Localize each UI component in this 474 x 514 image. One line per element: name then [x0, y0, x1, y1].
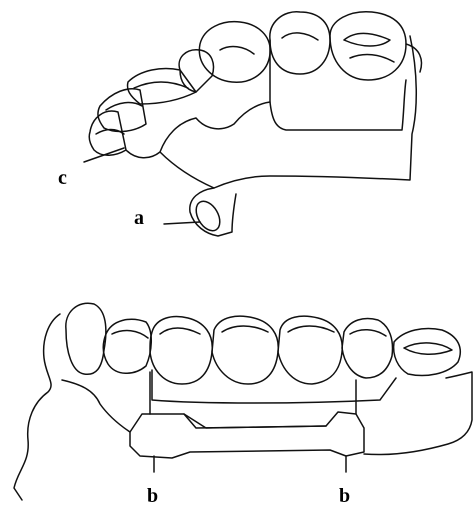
upper-gingival-scallops — [126, 102, 270, 158]
lower-connector-plate — [184, 414, 326, 428]
upper-incisor-2-edge — [106, 103, 142, 110]
lower-view — [14, 303, 472, 500]
label-b-right: b — [339, 486, 350, 506]
upper-molar-1 — [270, 12, 330, 74]
label-a: a — [134, 208, 144, 228]
lower-premolar-1-occ — [112, 331, 148, 338]
upper-incisor-1-edge — [134, 82, 188, 88]
lower-molar-2-occ — [222, 326, 268, 332]
lower-molar-4-occ — [350, 330, 386, 336]
lower-molar-3-occ — [288, 326, 334, 332]
lower-molar-1-occ — [160, 328, 200, 334]
label-c: c — [58, 168, 67, 188]
lower-last-molar-occ — [404, 343, 452, 354]
upper-premolar — [199, 22, 270, 83]
leader-line-a — [164, 222, 200, 224]
upper-molar-1-fissure — [282, 33, 318, 40]
upper-connector-body — [160, 36, 416, 188]
lower-last-molar — [394, 329, 461, 376]
lower-connector-bar — [130, 412, 364, 458]
label-b-left: b — [147, 486, 158, 506]
upper-incisor-2 — [98, 89, 146, 132]
upper-view — [84, 12, 421, 236]
lower-molar-4 — [342, 319, 392, 379]
lower-canine — [66, 303, 106, 374]
upper-connector-stub-end — [191, 197, 224, 235]
leader-line-c — [84, 148, 124, 162]
upper-molar-2-fissure-b — [350, 55, 394, 62]
lower-soft-tissue-inner — [62, 380, 130, 432]
lower-connector-upper-edge — [152, 370, 396, 403]
lower-molar-1 — [150, 317, 212, 384]
lower-soft-tissue — [14, 314, 60, 500]
lower-premolar-1 — [103, 319, 151, 373]
upper-connector-outer — [270, 40, 406, 130]
lower-ridge — [364, 372, 472, 455]
upper-molar-2-fissure — [344, 33, 390, 46]
upper-premolar-cusp — [220, 47, 254, 54]
